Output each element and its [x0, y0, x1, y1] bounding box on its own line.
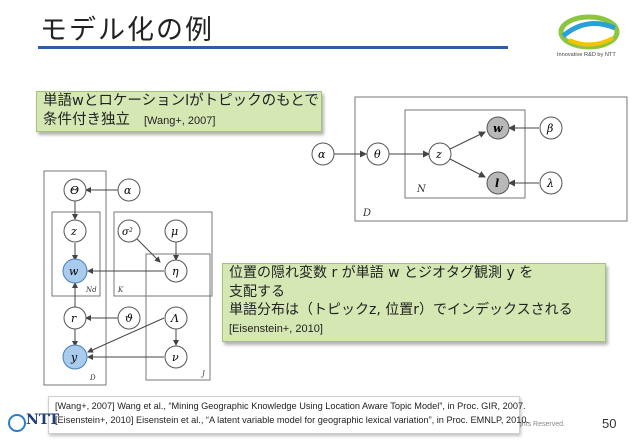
node-Lambda — [164, 306, 188, 330]
node-alpha-label: α — [318, 148, 326, 161]
node-z — [428, 142, 452, 166]
callout-eisenstein-line3: 単語分布は（トピックz, 位置r）でインデックスされる — [229, 302, 573, 318]
callout-eisenstein: 位置の隠れ変数 r が単語 w とジオタグ観測 y を 支配する 単語分布は（ト… — [222, 263, 606, 342]
node-nu-label: ν — [172, 351, 179, 364]
node-sigma2-label: σ² — [122, 227, 133, 238]
node-lambda — [539, 171, 563, 195]
node-eta — [164, 259, 188, 283]
plate-N-label: N — [416, 184, 427, 195]
node-theta — [366, 142, 390, 166]
references-box: [Wang+, 2007] Wang et al., “Mining Geogr… — [48, 396, 530, 434]
diagram-wang: D N α θ z w l β λ — [311, 96, 628, 222]
node-alpha-label: α — [124, 184, 132, 197]
callout-wang-line2: 条件付き独立 — [43, 112, 130, 128]
plate-D-label: D — [362, 208, 371, 219]
page-number: 50 — [602, 416, 617, 431]
node-r — [63, 306, 87, 330]
logo-text: Innovative R&D by NTT — [557, 52, 616, 58]
plate-D-label: D — [89, 374, 96, 382]
plate-D — [354, 96, 628, 222]
node-w-label: w — [493, 122, 503, 135]
node-eta-label: η — [172, 265, 179, 278]
corner-logo-mark — [8, 414, 26, 432]
node-l — [486, 171, 510, 195]
plate-Nd — [51, 211, 101, 297]
plate-J-label: J — [200, 370, 206, 378]
node-mu-label: μ — [171, 225, 178, 238]
corner-logo-text: NTT — [26, 412, 60, 428]
callout-wang: 単語wとロケーションlがトピックのもとで 条件付き独立 [Wang+, 2007] — [36, 91, 322, 132]
node-w-label: w — [69, 265, 79, 278]
node-y — [62, 344, 88, 370]
node-alpha — [117, 178, 141, 202]
node-r-label: r — [71, 312, 77, 325]
callout-wang-line1: 単語wとロケーションlがトピックのもとで — [43, 93, 319, 109]
logo-ring-green — [558, 14, 620, 50]
node-Theta — [63, 178, 87, 202]
callout-eisenstein-line1: 位置の隠れ変数 r が単語 w とジオタグ観測 y を — [229, 265, 534, 281]
node-z-label: z — [435, 148, 442, 161]
reference-eisenstein: [Eisenstein+, 2010] Eisenstein et al., “… — [55, 415, 530, 425]
node-w — [486, 116, 510, 140]
node-vartheta-label: ϑ — [125, 312, 133, 325]
node-y-label: y — [70, 351, 78, 364]
plate-Nd-label: Nd — [85, 286, 97, 294]
logo-ring-yellow — [568, 36, 614, 47]
logo-ring-blue — [561, 21, 616, 38]
node-mu — [164, 219, 188, 243]
callout-wang-ref: [Wang+, 2007] — [144, 115, 216, 127]
title-underline — [38, 46, 508, 49]
node-z-label: z — [70, 225, 77, 238]
node-vartheta — [117, 306, 141, 330]
ntt-logo: Innovative R&D by NTT — [557, 14, 620, 58]
reference-wang: [Wang+, 2007] Wang et al., “Mining Geogr… — [55, 401, 526, 411]
node-beta — [539, 116, 563, 140]
plate-D — [43, 170, 107, 386]
node-nu — [164, 345, 188, 369]
node-lambda-label: λ — [546, 177, 554, 190]
node-sigma2 — [117, 219, 141, 243]
callout-eisenstein-ref: [Eisenstein+, 2010] — [229, 322, 323, 335]
node-Lambda-label: Λ — [170, 312, 179, 325]
plate-K — [113, 211, 213, 297]
node-l-label: l — [495, 177, 499, 190]
node-z — [63, 219, 87, 243]
plate-K-label: K — [117, 286, 124, 294]
node-alpha — [311, 142, 335, 166]
callout-eisenstein-line2: 支配する — [229, 283, 285, 300]
node-beta-label: β — [546, 122, 553, 135]
node-w — [62, 258, 88, 284]
page-title: モデル化の例 — [40, 15, 214, 46]
diagram-eisenstein: D Nd K J Θ α z σ² μ w η r ϑ Λ y ν — [43, 170, 213, 386]
plate-J — [145, 253, 211, 381]
node-theta-label: θ — [374, 148, 381, 161]
node-Theta-label: Θ — [70, 184, 79, 197]
